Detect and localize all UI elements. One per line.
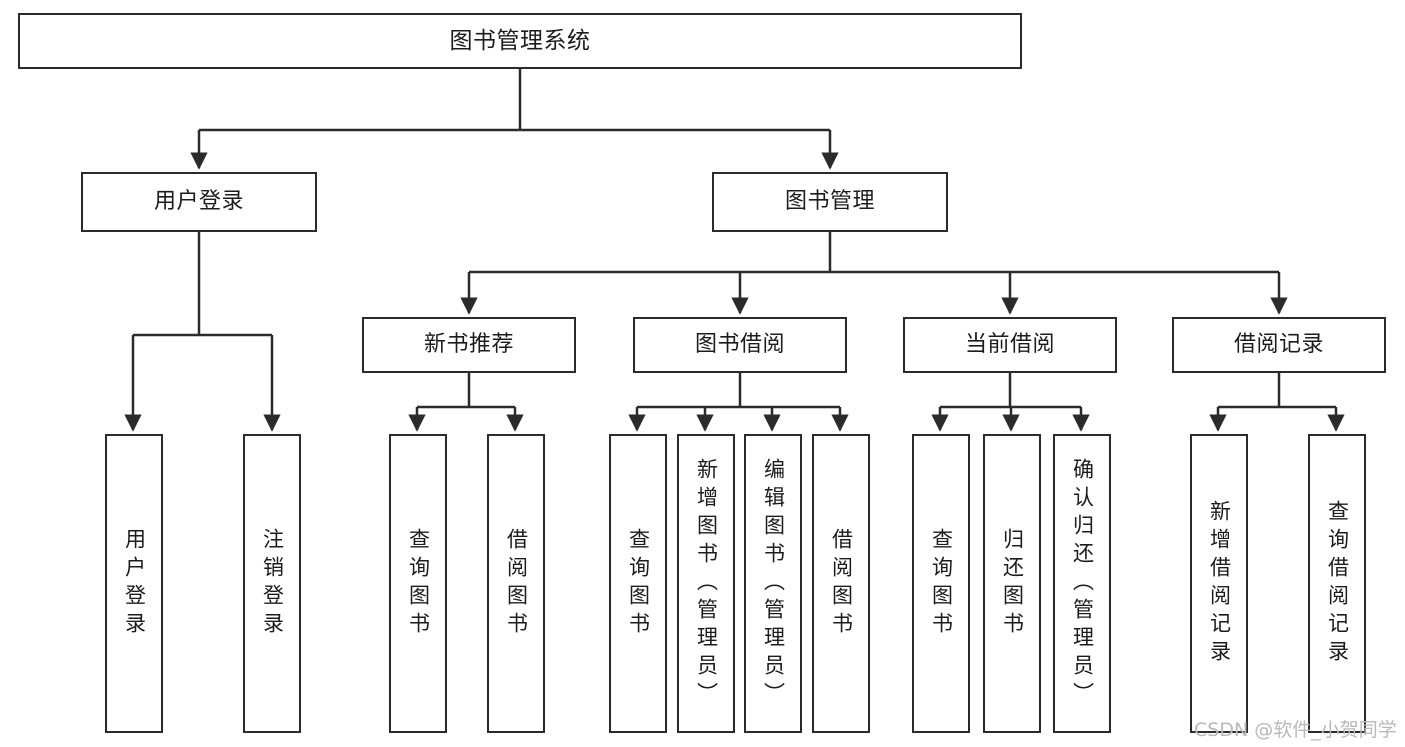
leaf-borrow-books-new-label: 借阅图书: [504, 527, 529, 640]
leaf-return-books[interactable]: 归还图书: [983, 434, 1041, 733]
node-root[interactable]: 图书管理系统: [18, 13, 1022, 69]
node-book-management-label: 图书管理: [784, 189, 875, 215]
leaf-confirm-return-admin-label: 确认归还（管理员）: [1070, 457, 1095, 710]
leaf-query-books-new[interactable]: 查询图书: [389, 434, 447, 733]
leaf-query-books-new-label: 查询图书: [406, 527, 431, 640]
leaf-user-login-label: 用户登录: [122, 527, 147, 640]
leaf-confirm-return-admin[interactable]: 确认归还（管理员）: [1053, 434, 1111, 733]
leaf-add-book-admin[interactable]: 新增图书（管理员）: [677, 434, 735, 733]
leaf-edit-book-admin-label: 编辑图书（管理员）: [761, 457, 786, 710]
node-new-book-recommend[interactable]: 新书推荐: [362, 317, 576, 373]
leaf-user-login[interactable]: 用户登录: [105, 434, 163, 733]
node-book-management[interactable]: 图书管理: [712, 172, 948, 232]
node-new-book-recommend-label: 新书推荐: [423, 332, 514, 358]
leaf-logout-label: 注销登录: [260, 527, 285, 640]
leaf-return-books-label: 归还图书: [1000, 527, 1025, 640]
leaf-query-borrow-record[interactable]: 查询借阅记录: [1308, 434, 1366, 733]
node-current-borrow[interactable]: 当前借阅: [903, 317, 1117, 373]
node-borrow-records-label: 借阅记录: [1233, 332, 1324, 358]
node-root-label: 图书管理系统: [449, 27, 591, 54]
leaf-add-borrow-record[interactable]: 新增借阅记录: [1190, 434, 1248, 733]
leaf-logout[interactable]: 注销登录: [243, 434, 301, 733]
node-user-login[interactable]: 用户登录: [81, 172, 317, 232]
leaf-borrow-books-new[interactable]: 借阅图书: [487, 434, 545, 733]
leaf-query-borrow-record-label: 查询借阅记录: [1325, 499, 1350, 668]
node-book-borrow-label: 图书借阅: [694, 332, 785, 358]
leaf-borrow-books-label: 借阅图书: [829, 527, 854, 640]
leaf-query-books-current-label: 查询图书: [929, 527, 954, 640]
leaf-edit-book-admin[interactable]: 编辑图书（管理员）: [744, 434, 802, 733]
leaf-query-books-borrow[interactable]: 查询图书: [609, 434, 667, 733]
leaf-query-books-current[interactable]: 查询图书: [912, 434, 970, 733]
leaf-borrow-books[interactable]: 借阅图书: [812, 434, 870, 733]
leaf-add-book-admin-label: 新增图书（管理员）: [694, 457, 719, 710]
node-book-borrow[interactable]: 图书借阅: [633, 317, 847, 373]
node-user-login-label: 用户登录: [153, 189, 244, 215]
node-current-borrow-label: 当前借阅: [964, 332, 1055, 358]
node-borrow-records[interactable]: 借阅记录: [1172, 317, 1386, 373]
leaf-query-books-borrow-label: 查询图书: [626, 527, 651, 640]
leaf-add-borrow-record-label: 新增借阅记录: [1207, 499, 1232, 668]
